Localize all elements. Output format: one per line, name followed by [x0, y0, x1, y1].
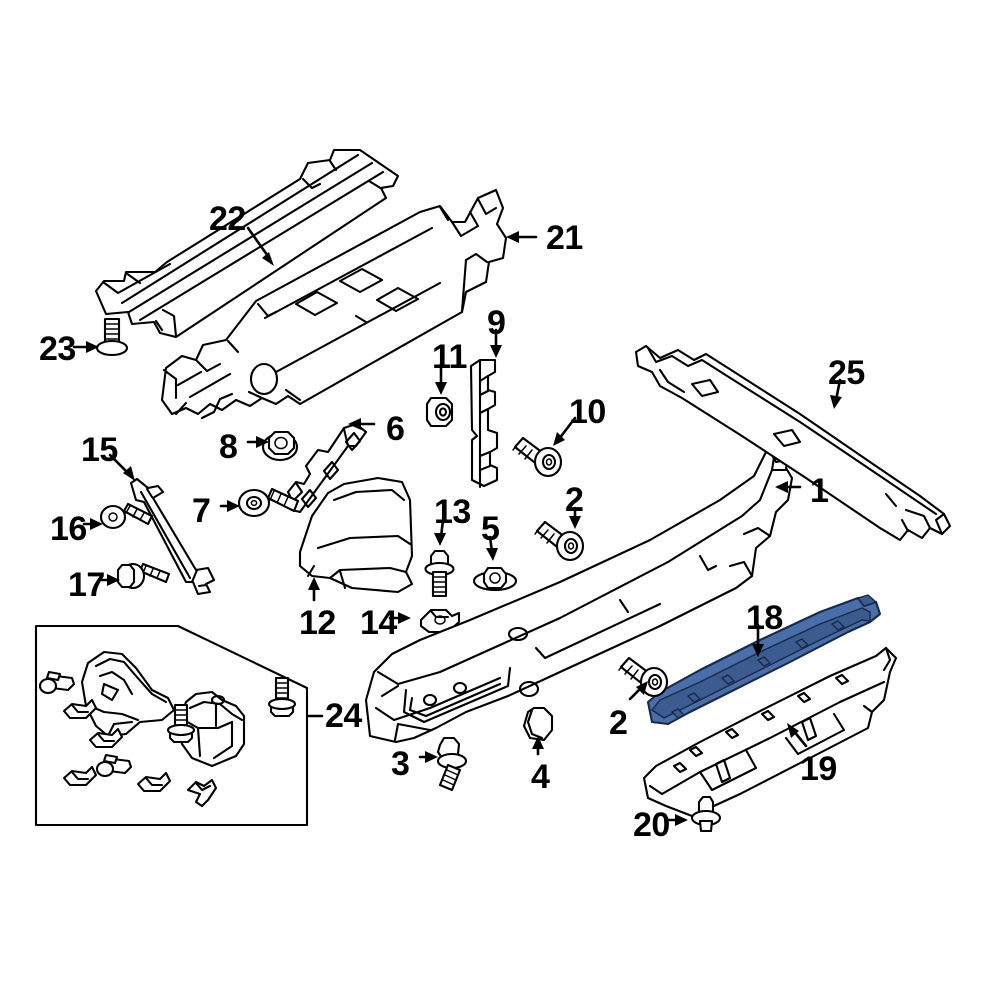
- part-5-washer-nut: [472, 566, 518, 592]
- part-2-screw-washer-upper: [534, 520, 585, 562]
- part-19-lower-valance-panel: [642, 646, 898, 818]
- part-18-lower-step-pad-highlighted: [646, 594, 882, 726]
- callout-19: 19: [800, 750, 837, 788]
- part-10-screw-washer: [512, 436, 563, 478]
- part-14-spring-nut-clip: [419, 608, 461, 634]
- callout-1: 1: [810, 472, 829, 510]
- callout-2-lower: 2: [609, 704, 628, 742]
- callout-4: 4: [531, 758, 550, 796]
- callout-14: 14: [360, 604, 397, 642]
- callout-8: 8: [219, 428, 238, 466]
- part-7-pan-head-screw: [237, 487, 300, 518]
- callout-25: 25: [828, 354, 865, 392]
- part-4-tow-hook-cover-cap: [522, 706, 554, 742]
- part-16-small-flange-screw: [99, 502, 154, 530]
- callout-10: 10: [569, 393, 606, 431]
- part-15-upper-support-rail: [129, 477, 216, 596]
- callout-5: 5: [481, 510, 500, 548]
- callout-2-upper: 2: [565, 481, 584, 519]
- part-11-push-pin-grommet: [425, 396, 454, 428]
- part-21-energy-absorber: [160, 188, 508, 420]
- callout-13: 13: [434, 493, 471, 531]
- callout-16: 16: [50, 510, 87, 548]
- part-23-bolt: [95, 317, 129, 357]
- part-22-reinforcement-beam: [94, 148, 400, 339]
- part-20-push-rivet: [690, 795, 722, 833]
- callout-9: 9: [487, 304, 506, 342]
- callout-leaders: [72, 226, 842, 826]
- part-13-hex-flange-screw: [424, 549, 455, 598]
- callout-7: 7: [192, 492, 211, 530]
- callout-20: 20: [633, 806, 670, 844]
- callout-22: 22: [209, 200, 246, 238]
- callout-12: 12: [299, 604, 336, 642]
- part-3-hex-flange-bolt: [436, 736, 468, 792]
- inset-small-fasteners: [38, 670, 218, 808]
- callout-3: 3: [391, 745, 410, 783]
- callout-15: 15: [81, 431, 118, 469]
- part-25-upper-trim-rail: [634, 344, 952, 542]
- callout-11: 11: [432, 338, 467, 376]
- callout-17: 17: [68, 566, 105, 604]
- callout-24: 24: [325, 697, 362, 735]
- callout-23: 23: [39, 330, 76, 368]
- part-12-bumper-end-cap: [298, 476, 414, 594]
- part-1-rear-bumper-cover: [364, 426, 794, 744]
- part-8-flange-nut: [261, 430, 299, 462]
- callout-18: 18: [746, 599, 783, 637]
- part-2-screw-washer-lower: [618, 656, 669, 698]
- callout-6: 6: [386, 410, 405, 448]
- part-9-mounting-bracket: [469, 358, 499, 489]
- part-6-side-retainer-bracket: [286, 422, 368, 514]
- inset-box-24-hardware-kit: [34, 624, 309, 827]
- callout-21: 21: [546, 219, 583, 257]
- part-17-hex-flange-screw: [116, 562, 171, 590]
